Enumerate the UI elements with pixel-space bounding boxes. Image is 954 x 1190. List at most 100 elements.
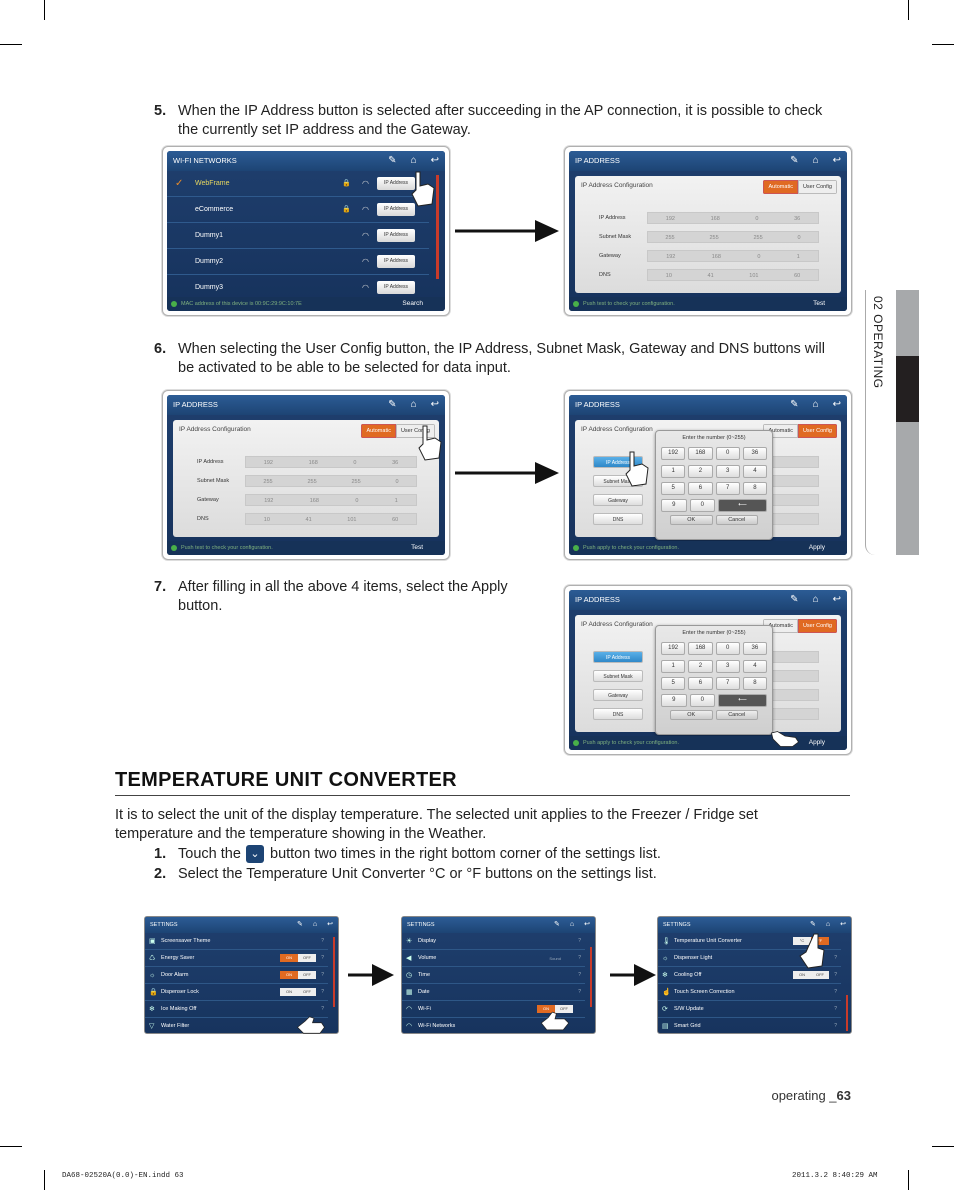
settings-row[interactable]: ◠Wi-Fi Networks bbox=[402, 1018, 585, 1033]
gateway-button[interactable]: Gateway bbox=[593, 494, 643, 506]
ip-address-button[interactable]: IP Address bbox=[377, 281, 415, 294]
network-row[interactable]: Dummy1◠IP Address bbox=[167, 223, 429, 249]
scrollbar[interactable] bbox=[846, 995, 848, 1031]
help-icon[interactable]: ? bbox=[321, 1006, 324, 1012]
settings-row[interactable]: ◷Time? bbox=[402, 967, 585, 984]
help-icon[interactable]: ? bbox=[321, 972, 324, 978]
scrollbar[interactable] bbox=[333, 937, 335, 1007]
automatic-button[interactable]: Automatic bbox=[361, 424, 396, 438]
key-button[interactable]: 5 bbox=[661, 677, 686, 690]
help-icon[interactable]: ? bbox=[321, 938, 324, 944]
settings-row[interactable]: ❄Ice Making Off? bbox=[145, 1001, 328, 1018]
key-button[interactable]: 3 bbox=[715, 660, 740, 673]
help-icon[interactable]: ? bbox=[834, 989, 837, 995]
back-icon[interactable]: ↩ bbox=[832, 155, 841, 166]
key-button[interactable]: 5 bbox=[661, 482, 686, 495]
back-icon[interactable]: ↩ bbox=[430, 399, 439, 410]
gateway-button[interactable]: Gateway bbox=[593, 689, 643, 701]
home-icon[interactable]: ⌂ bbox=[812, 399, 819, 410]
key-button[interactable]: 2 bbox=[688, 465, 713, 478]
settings-row[interactable]: ▣Screensaver Theme? bbox=[145, 933, 328, 950]
dns-button[interactable]: DNS bbox=[593, 513, 643, 525]
back-icon[interactable]: ↩ bbox=[327, 921, 333, 928]
home-icon[interactable]: ⌂ bbox=[410, 399, 417, 410]
back-icon[interactable]: ↩ bbox=[584, 921, 590, 928]
settings-row[interactable]: 🌡Temperature Unit Converter°C°F bbox=[658, 933, 841, 950]
test-button[interactable]: Test bbox=[813, 300, 825, 307]
home-icon[interactable]: ⌂ bbox=[812, 594, 819, 605]
on-button[interactable]: ON bbox=[537, 1005, 555, 1013]
entry-field[interactable]: 168 bbox=[688, 642, 713, 655]
edit-icon[interactable]: ✎ bbox=[790, 594, 799, 605]
fahrenheit-button[interactable]: °F bbox=[811, 937, 829, 945]
search-button[interactable]: Search bbox=[402, 300, 423, 307]
key-button[interactable]: 4 bbox=[742, 465, 767, 478]
settings-row[interactable]: ⟳S/W Update? bbox=[658, 1001, 841, 1018]
network-row[interactable]: Dummy2◠IP Address bbox=[167, 249, 429, 275]
key-button[interactable]: 9 bbox=[661, 499, 687, 512]
edit-icon[interactable]: ✎ bbox=[790, 399, 799, 410]
on-button[interactable]: ON bbox=[280, 954, 298, 962]
ip-address-button[interactable]: IP Address bbox=[377, 203, 415, 216]
edit-icon[interactable]: ✎ bbox=[810, 921, 816, 928]
key-button[interactable]: 8 bbox=[742, 482, 767, 495]
ip-address-button[interactable]: IP Address bbox=[377, 255, 415, 268]
home-icon[interactable]: ⌂ bbox=[569, 921, 575, 928]
key-button[interactable]: 6 bbox=[688, 677, 713, 690]
key-button[interactable]: 7 bbox=[715, 677, 740, 690]
celsius-button[interactable]: °C bbox=[793, 937, 811, 945]
off-button[interactable]: OFF bbox=[555, 1005, 573, 1013]
network-row[interactable]: eCommerce🔒◠IP Address bbox=[167, 197, 429, 223]
settings-row[interactable]: ☀Display? bbox=[402, 933, 585, 950]
key-button[interactable]: 0 bbox=[689, 694, 715, 707]
settings-row[interactable]: ▤Smart Grid? bbox=[658, 1018, 841, 1033]
key-button[interactable]: 1 bbox=[661, 465, 686, 478]
cancel-button[interactable]: Cancel bbox=[715, 710, 758, 720]
key-button[interactable]: 1 bbox=[661, 660, 686, 673]
key-button[interactable]: 7 bbox=[715, 482, 740, 495]
key-button[interactable]: 6 bbox=[688, 482, 713, 495]
help-icon[interactable]: ? bbox=[321, 989, 324, 995]
test-button[interactable]: Test bbox=[411, 544, 423, 551]
help-icon[interactable]: ? bbox=[578, 938, 581, 944]
help-icon[interactable]: ? bbox=[578, 989, 581, 995]
ip-address-button[interactable]: IP Address bbox=[593, 651, 643, 663]
edit-icon[interactable]: ✎ bbox=[554, 921, 560, 928]
edit-icon[interactable]: ✎ bbox=[388, 399, 397, 410]
help-icon[interactable]: ? bbox=[834, 1023, 837, 1029]
scrollbar[interactable] bbox=[590, 947, 592, 1007]
back-icon[interactable]: ↩ bbox=[832, 399, 841, 410]
key-button[interactable]: 8 bbox=[742, 677, 767, 690]
settings-row[interactable]: ▦Date? bbox=[402, 984, 585, 1001]
scrollbar[interactable] bbox=[436, 175, 439, 279]
key-button[interactable]: 9 bbox=[661, 694, 687, 707]
edit-icon[interactable]: ✎ bbox=[297, 921, 303, 928]
backspace-icon[interactable]: ⟵ bbox=[718, 694, 767, 707]
entry-field[interactable]: 0 bbox=[715, 447, 740, 460]
entry-field[interactable]: 36 bbox=[742, 642, 767, 655]
user-config-button[interactable]: User Config bbox=[797, 619, 837, 633]
automatic-button[interactable]: Automatic bbox=[763, 180, 798, 194]
help-icon[interactable]: ? bbox=[834, 972, 837, 978]
ip-address-button[interactable]: IP Address bbox=[377, 229, 415, 242]
home-icon[interactable]: ⌂ bbox=[812, 155, 819, 166]
help-icon[interactable]: ? bbox=[834, 1006, 837, 1012]
dns-button[interactable]: DNS bbox=[593, 708, 643, 720]
home-icon[interactable]: ⌂ bbox=[312, 921, 318, 928]
off-button[interactable]: OFF bbox=[298, 988, 316, 996]
key-button[interactable]: 0 bbox=[689, 499, 715, 512]
apply-button[interactable]: Apply bbox=[808, 739, 825, 746]
settings-row[interactable]: ☝Touch Screen Correction? bbox=[658, 984, 841, 1001]
help-icon[interactable]: ? bbox=[578, 955, 581, 961]
entry-field[interactable]: 192 bbox=[661, 447, 686, 460]
settings-row[interactable]: ☼Dispenser Light? bbox=[658, 950, 841, 967]
help-icon[interactable]: ? bbox=[578, 972, 581, 978]
